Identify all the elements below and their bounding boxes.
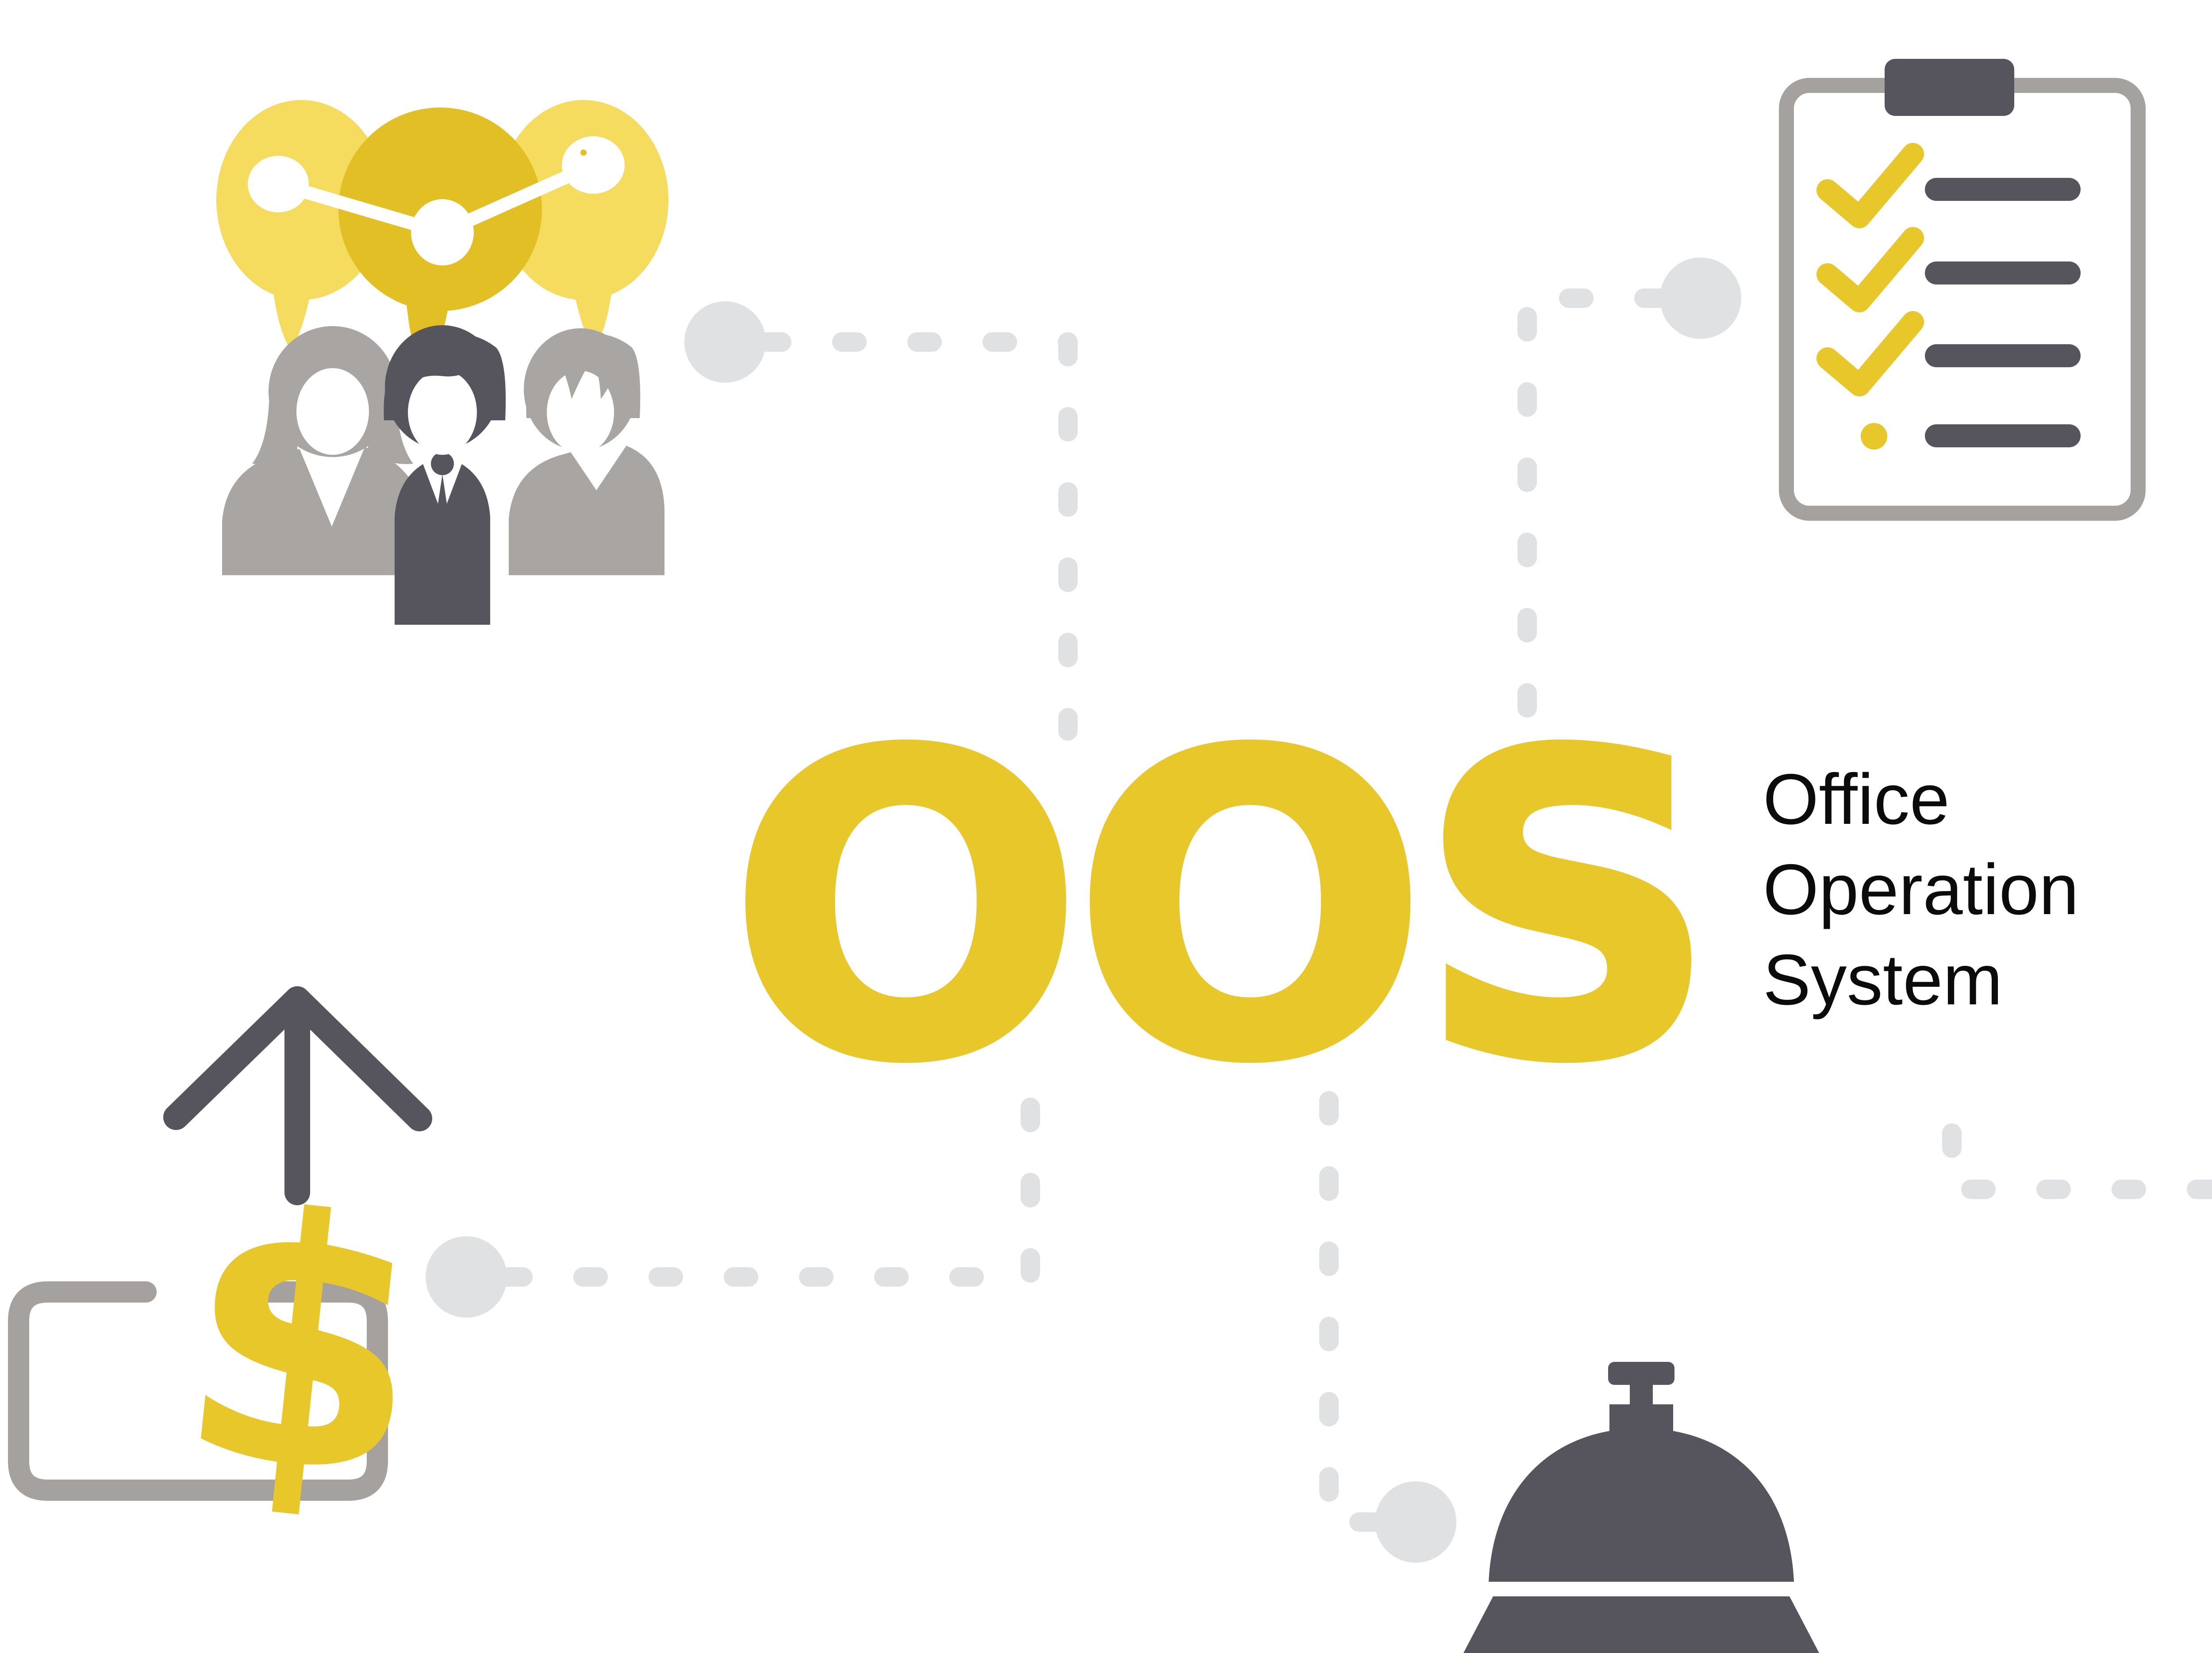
money-box: [8, 1281, 388, 1501]
speech-bubbles: [216, 100, 668, 376]
dollar-sign: $: [164, 1136, 442, 1556]
clipboard-board: [1779, 78, 2146, 521]
team-speech-bubbles-icon: [216, 100, 668, 625]
checklist-clipboard-icon: [1779, 59, 2146, 521]
tie-blade: [433, 474, 452, 553]
bell-dome: [1489, 1428, 1794, 1582]
connector-checklist: [1517, 288, 1669, 739]
logo-subtitle-line-2: Operation: [1763, 850, 2079, 930]
clipboard-clip: [1885, 59, 2014, 116]
bell-base: [1463, 1596, 1819, 1653]
checklist-lines: [1925, 178, 2081, 447]
logo-acronym: OOS: [725, 666, 1722, 1151]
logo-subtitle-line-1: Office: [1763, 759, 1950, 839]
tie-knot: [431, 452, 454, 475]
reception-bell-icon: [1463, 1362, 1819, 1653]
connector-bell: [1319, 1091, 1384, 1532]
dollar-up-arrow-icon: $: [8, 986, 441, 1556]
person-woman: [222, 326, 423, 575]
node-circle-bell: [1375, 1481, 1456, 1563]
logo-subtitle: Office Operation System: [1763, 754, 2079, 1025]
connector-people: [757, 332, 1078, 741]
person-man-right: [509, 328, 664, 575]
person-man-center: [384, 325, 506, 625]
node-circle-money: [426, 1236, 507, 1318]
bullet-dot: [1861, 423, 1887, 450]
bell-knob: [1608, 1362, 1674, 1385]
node-circle-people: [684, 301, 766, 383]
logo-subtitle-line-3: System: [1763, 940, 2003, 1020]
up-arrow-icon: [163, 986, 432, 1205]
node-circle-checklist: [1660, 258, 1741, 339]
connector-money: [498, 1078, 1040, 1287]
share-network-icon: [248, 136, 625, 265]
checkmarks: [1816, 143, 1924, 396]
